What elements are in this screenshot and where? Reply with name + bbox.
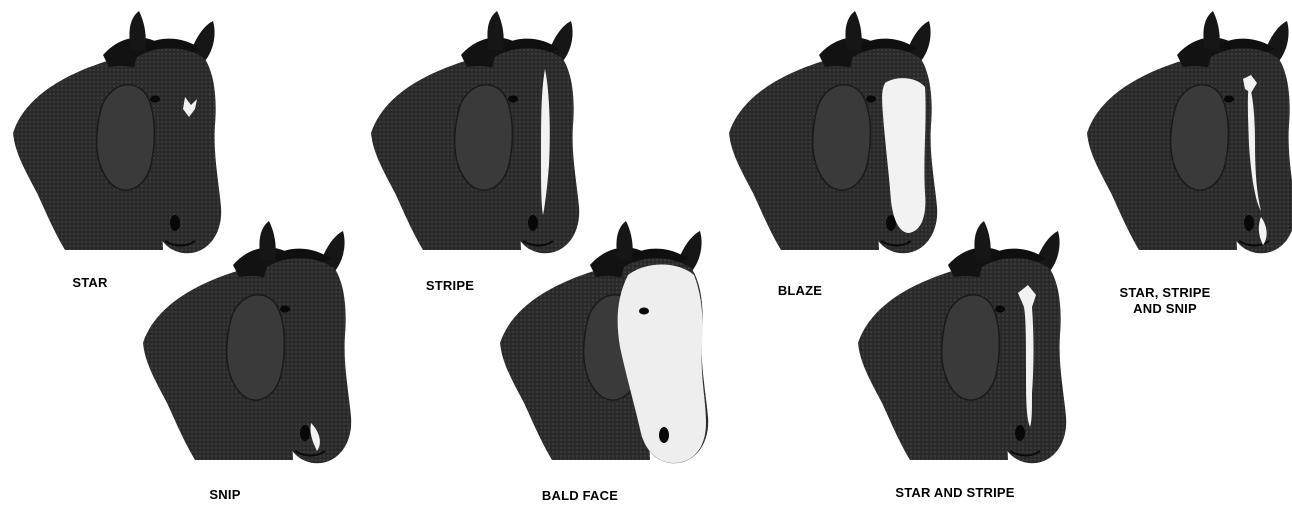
horse-head-bald-face	[492, 215, 712, 470]
horse-head-star-and-stripe	[850, 215, 1070, 470]
label-star-stripe-snip-line2: AND SNIP	[1100, 301, 1230, 317]
label-star: STAR	[45, 275, 135, 291]
label-star-and-stripe: STAR AND STRIPE	[880, 485, 1030, 501]
label-bald-face: BALD FACE	[520, 488, 640, 504]
label-blaze: BLAZE	[755, 283, 845, 299]
label-star-stripe-snip-line1: STAR, STRIPE	[1100, 285, 1230, 301]
horse-head-star-stripe-snip	[1079, 5, 1292, 260]
label-stripe: STRIPE	[400, 278, 500, 294]
horse-head-snip	[135, 215, 355, 470]
label-snip: SNIP	[180, 487, 270, 503]
